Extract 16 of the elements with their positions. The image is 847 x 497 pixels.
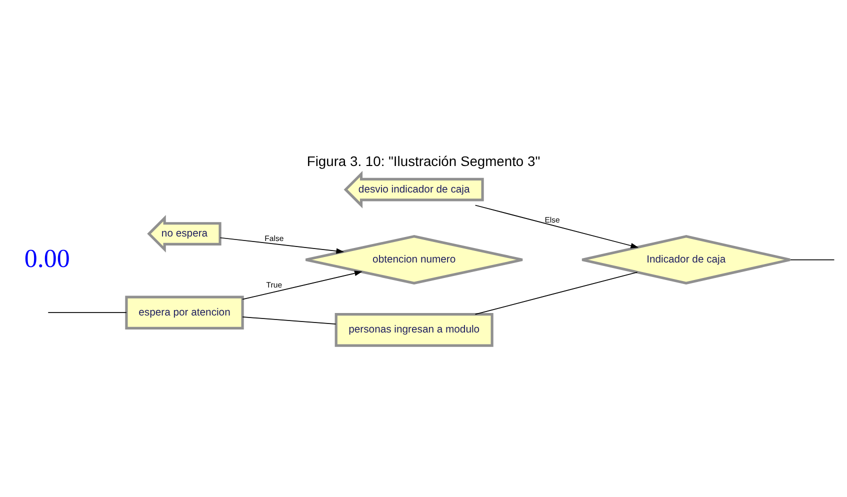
connector bbox=[474, 272, 638, 315]
node-diamond: obtencion numero bbox=[304, 235, 524, 284]
arrow bbox=[220, 237, 344, 254]
connector bbox=[48, 312, 127, 314]
edge-label: False bbox=[264, 234, 284, 243]
arrow bbox=[474, 204, 639, 248]
label: 0.00 bbox=[24, 244, 70, 274]
edge-label: Else bbox=[544, 216, 560, 225]
diagram-title: Figura 3. 10: "Ilustración Segmento 3" bbox=[306, 153, 540, 170]
arrow bbox=[242, 270, 362, 300]
node-diamond: Indicador de caja bbox=[580, 235, 792, 284]
node-box: personas ingresan a modulo bbox=[334, 313, 494, 347]
edge-label: True bbox=[266, 280, 282, 290]
node-box: espera por atencion bbox=[125, 296, 244, 330]
connector bbox=[242, 316, 336, 324]
connector bbox=[790, 259, 835, 260]
